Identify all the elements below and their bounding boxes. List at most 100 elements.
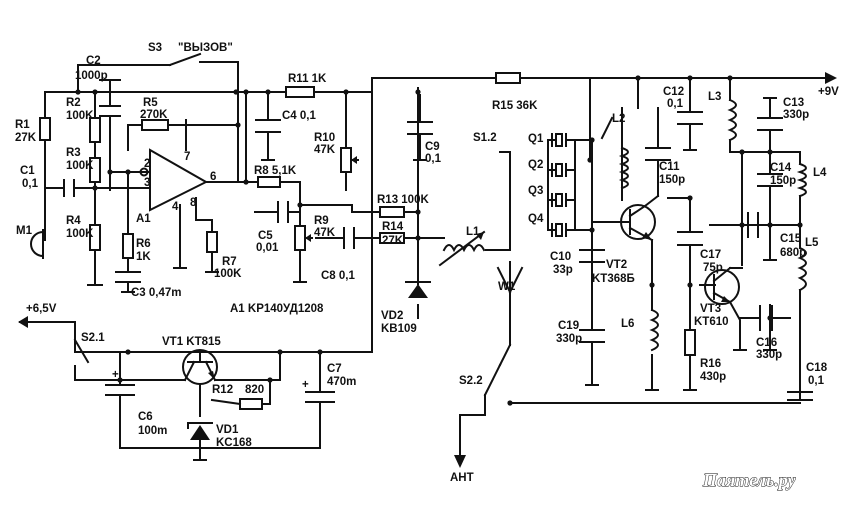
inductor-l4 (796, 162, 807, 198)
resistor-r15 (495, 72, 521, 84)
label-pin2: 2 (144, 158, 150, 170)
label-s22: S2.2 (459, 375, 483, 387)
op-amp-a1 (139, 148, 209, 212)
resistor-r7 (206, 231, 218, 253)
label-r6v: 1K (136, 251, 151, 263)
label-c1v: 0,1 (22, 178, 39, 190)
electrolytic-marks: + + (112, 369, 309, 391)
label-pin7: 7 (184, 151, 190, 163)
antenna-w1 (496, 261, 524, 294)
label-r6: R6 (136, 238, 151, 250)
resistor-r6 (122, 233, 134, 259)
inductor-l2 (618, 146, 629, 190)
label-s12: S1.2 (473, 132, 497, 144)
capacitors (63, 79, 813, 403)
label-r2: R2 (66, 97, 81, 109)
label-c14: C14 (770, 162, 792, 174)
label-l4: L4 (813, 167, 827, 179)
label-r12: R12 (212, 384, 233, 396)
label-vt3v: KT610 (694, 316, 729, 328)
diodes (187, 271, 431, 440)
label-r10: R10 (314, 132, 335, 144)
resistor-r1 (39, 117, 51, 141)
resistors (39, 72, 696, 410)
resistor-r11 (285, 86, 315, 98)
label-r12v: 820 (245, 384, 264, 396)
label-c14v: 150p (770, 175, 796, 187)
label-s3: S3 (148, 42, 162, 54)
label-c19v: 330p (556, 333, 582, 345)
inductor-l1 (442, 244, 486, 253)
label-q1: Q1 (528, 133, 544, 145)
label-vt2: VT2 (606, 259, 627, 271)
resistor-r9 (294, 225, 306, 251)
label-r16: R16 (700, 358, 721, 370)
label-c6: C6 (138, 411, 153, 423)
label-l3: L3 (708, 91, 721, 103)
label-r4: R4 (66, 215, 81, 227)
label-call: "ВЫЗОВ" (178, 42, 233, 54)
microphone-m1 (30, 229, 45, 259)
label-r1: R1 (15, 119, 30, 131)
label-l2: L2 (612, 113, 625, 125)
label-c18: C18 (806, 362, 828, 374)
inductor-l6 (649, 308, 659, 352)
inductors (438, 98, 807, 352)
svg-text:+: + (112, 369, 119, 381)
label-c11: C11 (659, 161, 680, 173)
switches (73, 52, 512, 397)
label-q4: Q4 (528, 213, 544, 225)
resistor-r12 (239, 398, 263, 410)
svg-text:+: + (302, 379, 309, 391)
watermark: Паяmель.ру (702, 470, 797, 490)
label-l1: L1 (466, 226, 480, 238)
label-r1v: 27K (15, 132, 37, 144)
label-r8: R8 5,1K (254, 165, 297, 177)
label-r3: R3 (66, 147, 81, 159)
label-c12: C12 (663, 86, 684, 98)
label-c15v: 680p (780, 247, 806, 259)
label-c1: C1 (20, 165, 35, 177)
terminal-arrows (18, 72, 837, 468)
transistors (182, 194, 740, 396)
label-w1: W1 (498, 281, 516, 293)
pot-wipers (304, 156, 359, 242)
label-c9v: 0,1 (425, 153, 442, 165)
label-c16v: 330p (756, 349, 782, 361)
label-r16v: 430p (700, 371, 726, 383)
label-c12v: 0,1 (667, 98, 684, 110)
labels: S3 "ВЫЗОВ" C2 1000p R11 1K +9V R1 27K R2… (15, 42, 839, 490)
label-c5v: 0,01 (256, 242, 279, 254)
label-c10v: 33p (553, 264, 573, 276)
label-a1part: A1 KP140УД1208 (230, 303, 324, 315)
label-r15: R15 36K (492, 100, 538, 112)
switch-s3 (168, 52, 202, 67)
label-pin6: 6 (210, 171, 216, 183)
label-r4v: 100K (66, 228, 94, 240)
label-s21: S2.1 (81, 332, 105, 344)
label-l5: L5 (805, 237, 819, 249)
label-vd2: VD2 (381, 310, 403, 322)
label-vd2v: KB109 (381, 323, 417, 335)
label-c2v: 1000p (75, 70, 108, 82)
label-r10v: 47K (314, 144, 336, 156)
label-c3: C3 0,47m (131, 287, 182, 299)
resistor-r13 (379, 206, 405, 218)
resistor-r4 (89, 224, 101, 251)
label-c5: C5 (258, 230, 273, 242)
ground-ticks (87, 97, 777, 461)
label-plus65: +6,5V (26, 303, 57, 315)
label-r5v: 270K (140, 109, 168, 121)
resistor-r16 (684, 329, 696, 356)
label-vd1: VD1 (216, 424, 239, 436)
label-c2: C2 (86, 55, 101, 67)
label-r2v: 100K (66, 110, 94, 122)
label-q3: Q3 (528, 185, 543, 197)
label-pin8: 8 (190, 197, 197, 209)
label-a1: A1 (136, 213, 151, 225)
label-r9v: 47K (314, 227, 336, 239)
label-vt1: VT1 KT815 (162, 336, 221, 348)
inductor-l3 (727, 98, 737, 142)
label-vt3: VT3 (700, 303, 721, 315)
